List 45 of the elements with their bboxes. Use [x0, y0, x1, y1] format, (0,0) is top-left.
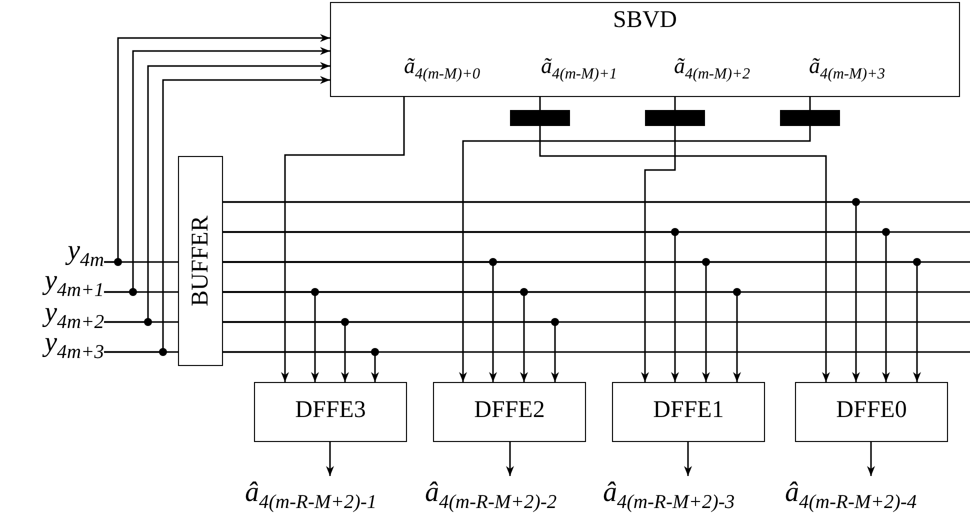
arrow: [326, 442, 334, 476]
wire: [539, 97, 541, 110]
port-label: ã$_{4(m-M)+3}$: [809, 53, 886, 84]
block-label: DFFE0: [836, 397, 907, 424]
wire: [223, 291, 970, 293]
register-box: [433, 382, 586, 442]
output-label: â$_{4(m-R-M+2)-2}$: [425, 476, 557, 515]
arrow: [684, 442, 692, 476]
arrow: [641, 126, 676, 382]
signal-label: y$_{4m}$: [68, 234, 104, 278]
output-label: â$_{4(m-R-M+2)-1}$: [245, 476, 377, 515]
arrow: [539, 126, 830, 382]
port-label: ã$_{4(m-M)+2}$: [674, 53, 750, 84]
wire: [223, 351, 970, 353]
arrow: [867, 442, 875, 476]
wire: [104, 351, 178, 353]
buffer-box: [178, 156, 223, 366]
arrow: [459, 126, 811, 382]
delay-bar: [645, 110, 705, 126]
wire: [104, 321, 178, 323]
register-box: [612, 382, 765, 442]
arrow: [506, 442, 514, 476]
block-box: [330, 2, 960, 97]
block-label: DFFE2: [474, 397, 545, 424]
wire: [104, 291, 178, 293]
wire: [674, 97, 676, 110]
delay-bar: [510, 110, 570, 126]
register-box: [795, 382, 948, 442]
output-label: â$_{4(m-R-M+2)-4}$: [785, 476, 917, 515]
block-label: BUFFER: [187, 216, 214, 306]
block-label: DFFE1: [653, 397, 724, 424]
arrow: [281, 97, 405, 382]
output-label: â$_{4(m-R-M+2)-3}$: [603, 476, 735, 515]
wire: [809, 97, 811, 110]
port-label: ã$_{4(m-M)+0}$: [404, 53, 480, 84]
block-label: DFFE3: [295, 397, 366, 424]
delay-bar: [780, 110, 840, 126]
wire: [104, 261, 178, 263]
register-box: [254, 382, 407, 442]
wire: [223, 321, 970, 323]
wire: [223, 231, 970, 233]
wire: [223, 201, 970, 203]
port-label: ã$_{4(m-M)+1}$: [541, 53, 618, 84]
wire: [223, 261, 970, 263]
block-label: SBVD: [612, 7, 678, 34]
